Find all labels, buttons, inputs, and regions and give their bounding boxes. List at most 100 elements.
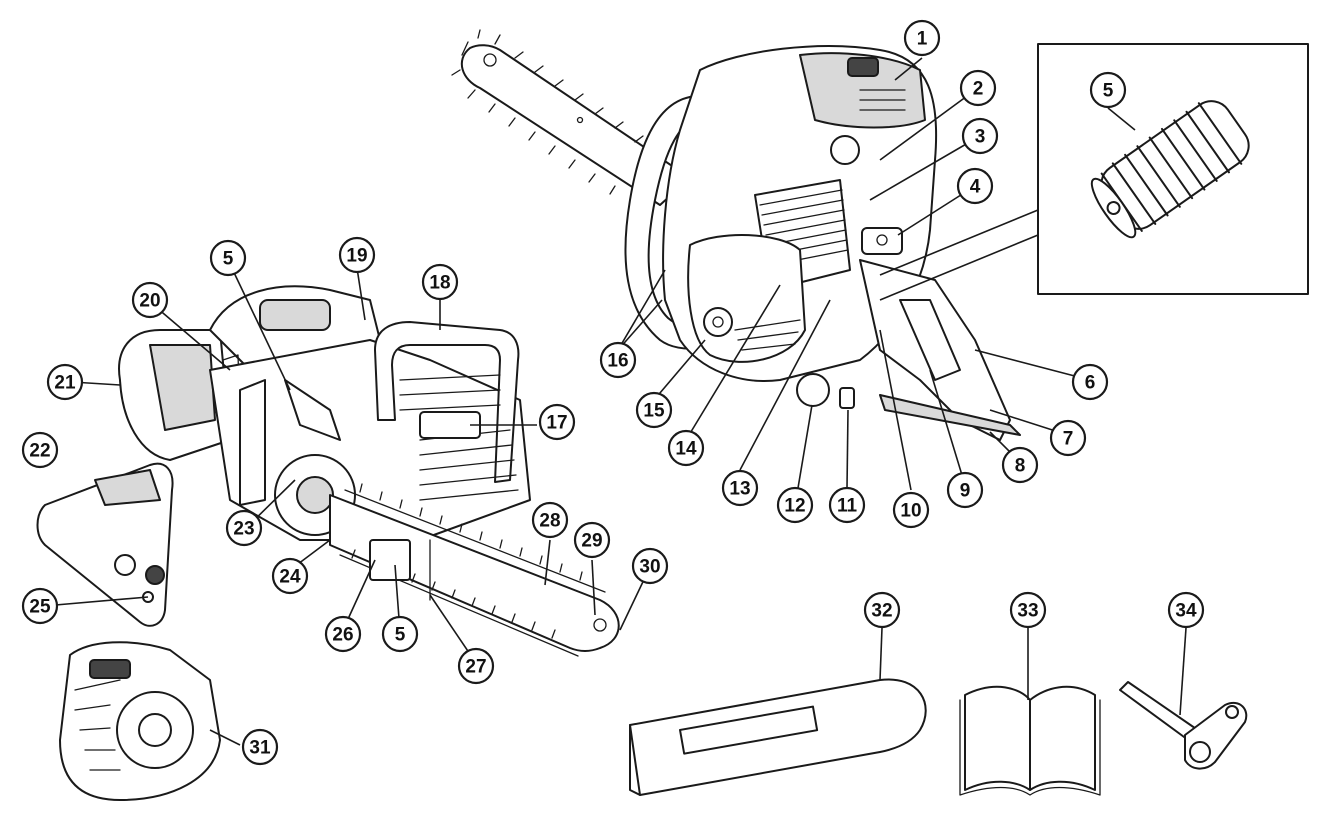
callout-number: 34 (1175, 601, 1197, 622)
callout-c25: 25 (21, 587, 59, 625)
callout-number: 17 (546, 413, 567, 434)
callout-c9: 9 (946, 471, 984, 509)
callout-circle (776, 486, 814, 524)
callout-number: 19 (346, 246, 367, 267)
clutch-cover-icon (59, 641, 221, 801)
callout-number: 28 (539, 511, 560, 532)
callout-number: 4 (970, 177, 981, 198)
callout-circle (635, 391, 673, 429)
callout-number: 11 (837, 496, 858, 517)
callout-c12: 12 (776, 486, 814, 524)
callout-circle (828, 486, 866, 524)
callout-circle (421, 263, 459, 301)
callout-circle (338, 236, 376, 274)
callout-c7: 7 (1049, 419, 1087, 457)
callout-c8: 8 (1001, 446, 1039, 484)
callout-number: 20 (139, 291, 160, 312)
callout-number: 16 (607, 351, 628, 372)
callout-circle (903, 19, 941, 57)
callout-circle (892, 491, 930, 529)
callout-number: 33 (1017, 601, 1038, 622)
callout-number: 5 (395, 625, 406, 646)
callout-number: 5 (1103, 81, 1114, 102)
callout-circle (531, 501, 569, 539)
callout-circle (538, 403, 576, 441)
callout-circle (1071, 363, 1109, 401)
callout-circle (667, 429, 705, 467)
callout-c24: 24 (271, 557, 309, 595)
callout-circle (21, 431, 59, 469)
callout-c6: 6 (1071, 363, 1109, 401)
callout-circle (631, 547, 669, 585)
callout-circle (946, 471, 984, 509)
callout-c16: 16 (599, 341, 637, 379)
callout-c28: 28 (531, 501, 569, 539)
callout-circle (961, 117, 999, 155)
anti-vibration-spring-detail-icon (879, 43, 1309, 301)
callout-circle (573, 521, 611, 559)
callout-c1: 1 (903, 19, 941, 57)
callout-c2: 2 (959, 69, 997, 107)
callout-c5a: 5 (1089, 71, 1127, 109)
callout-circle (956, 167, 994, 205)
callout-number: 13 (729, 479, 750, 500)
callout-circle (1089, 71, 1127, 109)
book-icon (959, 685, 1101, 796)
callout-number: 23 (233, 519, 254, 540)
callout-number: 9 (960, 481, 971, 502)
callout-c33: 33 (1009, 591, 1047, 629)
callout-c5c: 5 (381, 615, 419, 653)
callout-number: 21 (54, 373, 76, 394)
callout-number: 2 (973, 79, 984, 100)
callout-c18: 18 (421, 263, 459, 301)
callout-circle (46, 363, 84, 401)
callout-c14: 14 (667, 429, 705, 467)
callout-c29: 29 (573, 521, 611, 559)
callout-c23: 23 (225, 509, 263, 547)
callout-c15: 15 (635, 391, 673, 429)
callout-circle (1009, 591, 1047, 629)
callout-number: 31 (249, 738, 271, 759)
callout-c5b: 5 (209, 239, 247, 277)
callout-circle (863, 591, 901, 629)
chain-cover-icon (36, 462, 174, 627)
callout-circle (225, 509, 263, 547)
callout-c11: 11 (828, 486, 866, 524)
callout-number: 26 (332, 625, 353, 646)
callout-number: 25 (29, 597, 51, 618)
chainsaw-top-view-icon (451, 29, 1021, 441)
wrench-icon (1119, 681, 1248, 770)
callout-c20: 20 (131, 281, 169, 319)
callout-c19: 19 (338, 236, 376, 274)
callout-number: 22 (29, 441, 50, 462)
callout-c27: 27 (457, 647, 495, 685)
bar-guard-icon (629, 678, 927, 796)
callout-circle (1167, 591, 1205, 629)
callout-c22: 22 (21, 431, 59, 469)
callout-c31: 31 (241, 728, 279, 766)
callout-circle (721, 469, 759, 507)
callout-circle (599, 341, 637, 379)
callout-number: 1 (917, 29, 928, 50)
callout-number: 29 (581, 531, 602, 552)
callout-c26: 26 (324, 615, 362, 653)
callout-c4: 4 (956, 167, 994, 205)
callout-circle (21, 587, 59, 625)
callout-number: 8 (1015, 456, 1026, 477)
callout-number: 30 (639, 557, 660, 578)
callout-circle (131, 281, 169, 319)
callout-number: 18 (429, 273, 450, 294)
callout-circle (959, 69, 997, 107)
callout-c10: 10 (892, 491, 930, 529)
callout-number: 10 (900, 501, 921, 522)
callout-number: 14 (675, 439, 697, 460)
callout-number: 32 (871, 601, 892, 622)
callout-number: 5 (223, 249, 234, 270)
callout-c21: 21 (46, 363, 84, 401)
callout-circle (1049, 419, 1087, 457)
chainsaw-side-view-icon (118, 285, 620, 657)
callout-c17: 17 (538, 403, 576, 441)
callout-circle (381, 615, 419, 653)
callout-c13: 13 (721, 469, 759, 507)
